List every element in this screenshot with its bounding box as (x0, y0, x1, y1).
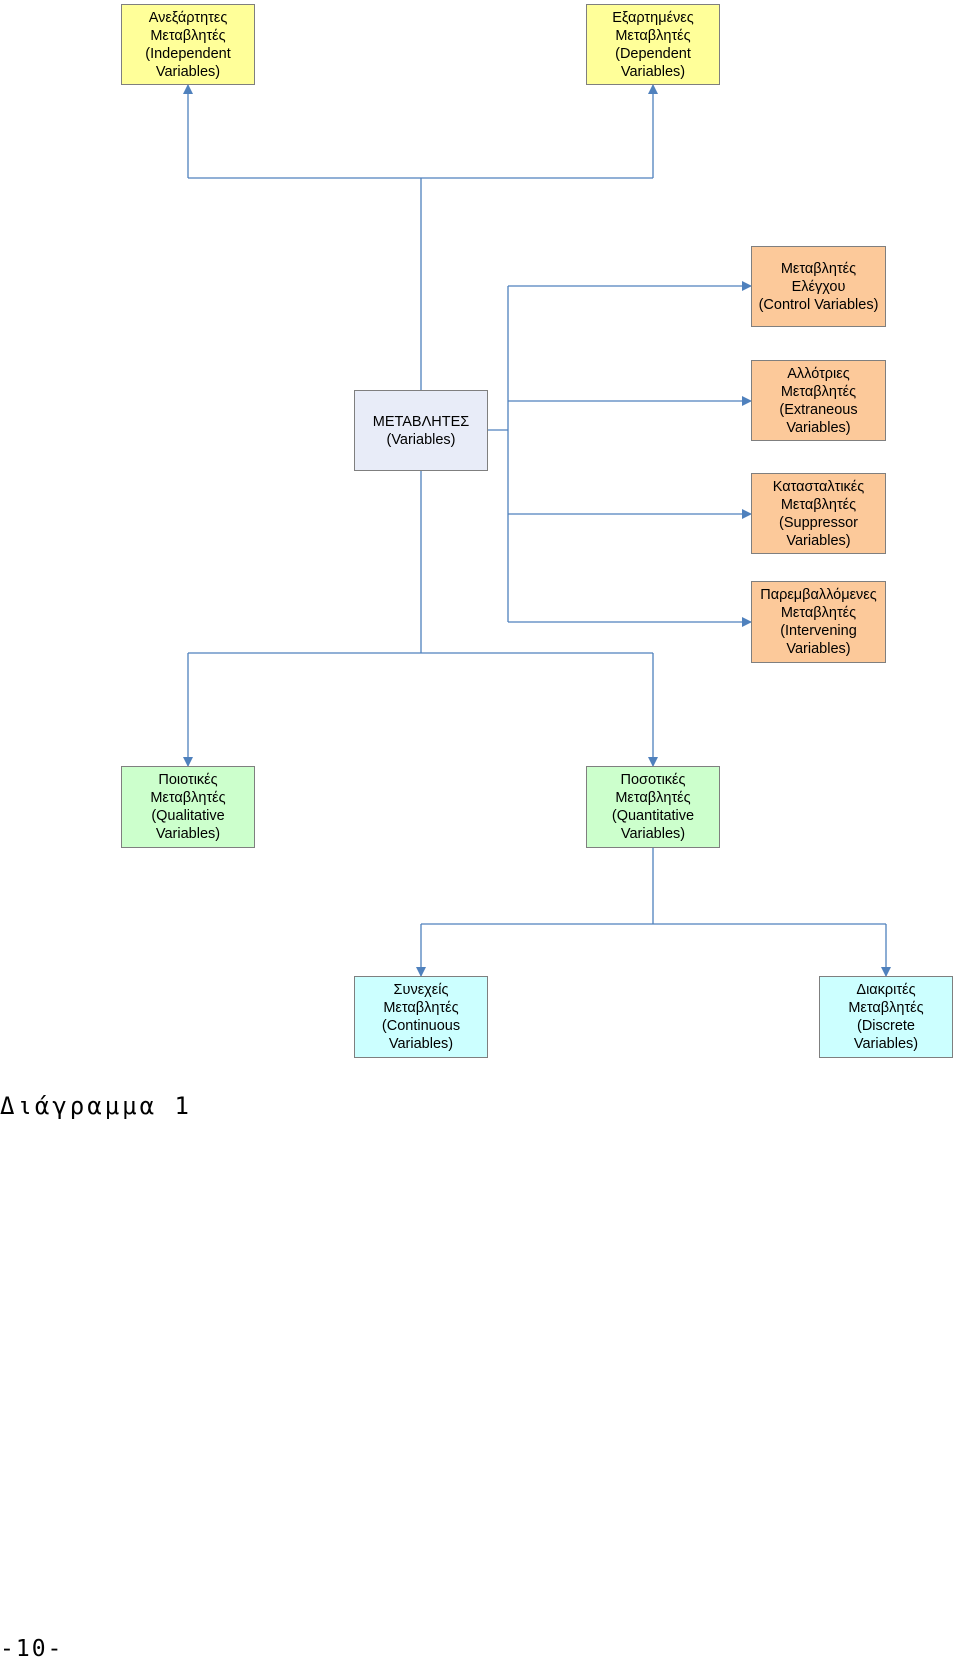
box-text-line: Μεταβλητές (780, 383, 857, 400)
box-text-line: ΜΕΤΑΒΛΗΤΕΣ (372, 413, 470, 430)
box-text-line: Παρεμβαλλόμενες (760, 587, 877, 603)
box-text-line: Variables) (786, 419, 851, 436)
box-text-line: (Independent (145, 45, 231, 62)
box-text-line: (Variables) (386, 431, 456, 448)
box-text-line: Αλλότριες (787, 365, 850, 382)
box-text-line: Ανεξάρτητες (148, 9, 228, 26)
box-text-line: Variables) (388, 1036, 454, 1052)
page-number: -10- (0, 1636, 64, 1662)
box-text-line: Μεταβλητές (615, 790, 691, 806)
box-text-line: (Discrete (856, 1018, 915, 1034)
box-text-line: Κατασταλτικές (772, 478, 865, 495)
box-text-line: (Suppressor (779, 514, 858, 531)
variables-center-box: ΜΕΤΑΒΛΗΤΕΣ(Variables) (354, 390, 488, 471)
box-text-line: Ελέγχου (791, 278, 846, 295)
box-text-line: (Dependent (615, 45, 691, 62)
box-text-line: (Control Variables) (758, 296, 879, 313)
box-text-line: (Quantitative (611, 808, 695, 824)
box-text-line: Εξαρτημένες (612, 9, 694, 26)
box-text-line: Μεταβλητές (848, 1000, 924, 1016)
box-text-line: (Continuous (381, 1018, 461, 1034)
box-text-line: Variables) (155, 826, 221, 842)
box-text-line: Μεταβλητές (383, 1000, 459, 1016)
box-text-line: Συνεχείς (393, 982, 449, 998)
box-text-line: Ποσοτικές (620, 772, 686, 788)
box-text-line: Μεταβλητές (615, 27, 691, 44)
box-text-line: Μεταβλητές (780, 260, 857, 277)
box-text-line: (Extraneous (779, 401, 858, 418)
box-text-line: Variables) (853, 1036, 919, 1052)
box-text-line: Διακριτές (856, 982, 916, 998)
box-text-line: Μεταβλητές (780, 496, 857, 513)
diagram-caption: Διάγραμμα 1 (0, 1092, 192, 1120)
box-text-line: Ποιοτικές (158, 772, 218, 788)
box-text-line: (Qualitative (151, 808, 225, 824)
box-text-line: Μεταβλητές (150, 27, 226, 44)
box-text-line: Variables) (620, 63, 686, 80)
box-text-line: Μεταβλητές (780, 605, 857, 621)
box-text-line: Variables) (155, 63, 221, 80)
box-text-line: Μεταβλητές (150, 790, 226, 806)
box-text-line: Variables) (786, 532, 851, 549)
box-text-line: (Intervening (780, 623, 857, 639)
box-text-line: Variables) (620, 826, 686, 842)
box-text-line: Variables) (786, 641, 851, 657)
